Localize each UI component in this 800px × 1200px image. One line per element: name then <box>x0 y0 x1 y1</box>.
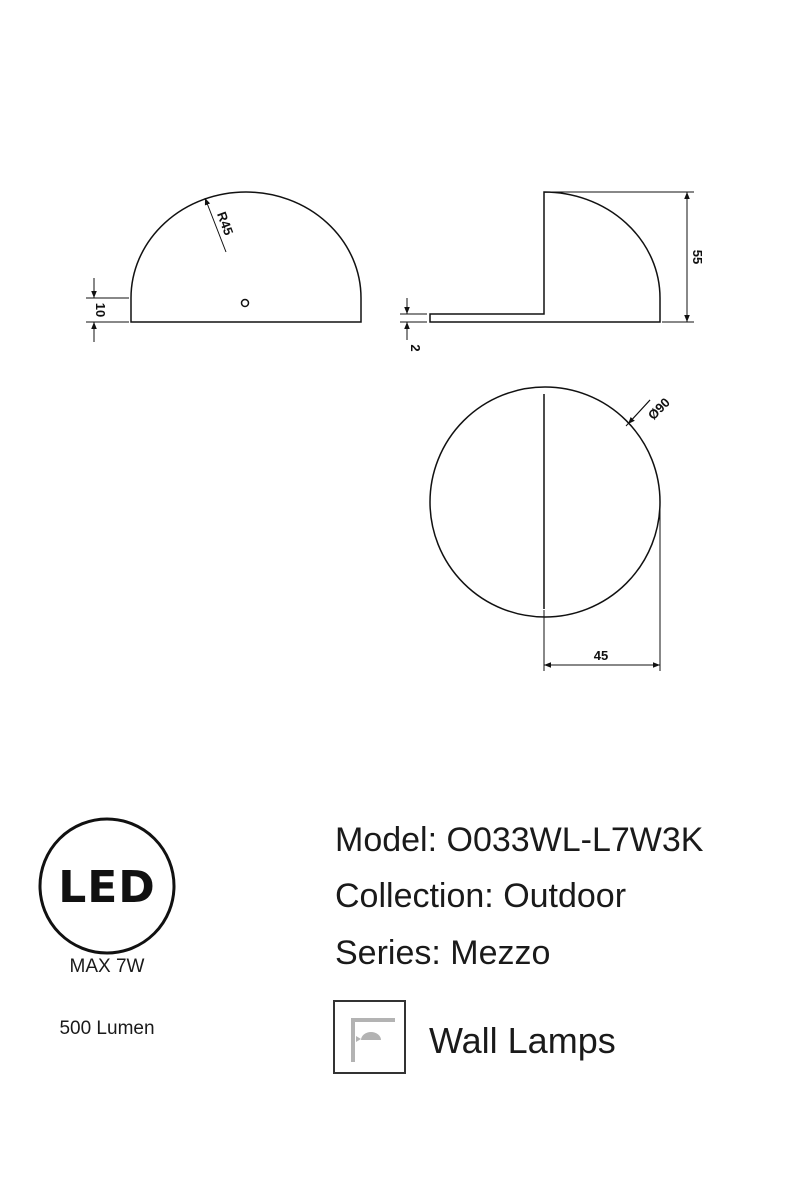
model-text: Model: O033WL-L7W3K <box>335 821 704 859</box>
dim-2: 2 <box>408 344 423 351</box>
top-view: Ø90 45 <box>429 386 673 671</box>
collection-text: Collection: Outdoor <box>335 877 627 915</box>
dim-r45: R45 <box>214 210 236 238</box>
side-view: 55 2 <box>400 191 705 352</box>
dim-diameter: Ø90 <box>645 395 673 423</box>
dim-10: 10 <box>93 303 108 317</box>
series-text: Series: Mezzo <box>335 934 551 972</box>
mount-hole <box>240 298 250 308</box>
dim-45: 45 <box>594 648 608 663</box>
max-power: MAX 7W <box>69 956 145 977</box>
dim-55: 55 <box>690 250 705 264</box>
led-logo: LED <box>58 862 156 913</box>
front-view: 10 R45 <box>86 191 362 342</box>
led-badge: LED <box>38 817 176 955</box>
wall-lamp-icon <box>333 1000 406 1074</box>
category-label: Wall Lamps <box>429 1020 616 1061</box>
lumen-output: 500 Lumen <box>59 1018 155 1039</box>
